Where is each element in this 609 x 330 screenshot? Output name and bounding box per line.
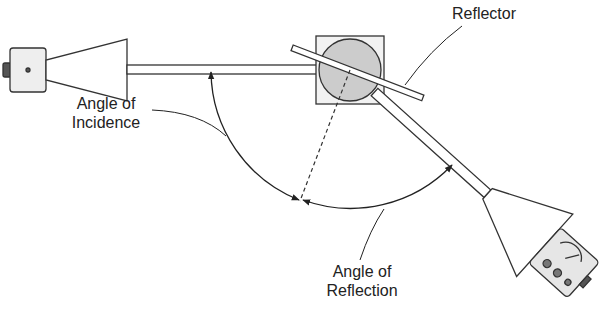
normal-line <box>300 70 350 201</box>
part-label: Reflector <box>452 4 562 23</box>
reflection-arc <box>303 165 452 208</box>
angle-label: Angle of Reflection <box>312 262 412 300</box>
transmitter-dot <box>26 68 30 72</box>
leader-line <box>360 209 384 260</box>
transmitter-horn <box>46 39 127 101</box>
incident-arm <box>127 65 319 74</box>
angle-label: Angle of Incidence <box>58 94 154 132</box>
reflector-plate <box>291 45 424 101</box>
transmitter-box <box>10 48 46 92</box>
incidence-arc <box>211 72 299 200</box>
leader-line <box>152 110 226 136</box>
leader-line <box>405 26 462 85</box>
